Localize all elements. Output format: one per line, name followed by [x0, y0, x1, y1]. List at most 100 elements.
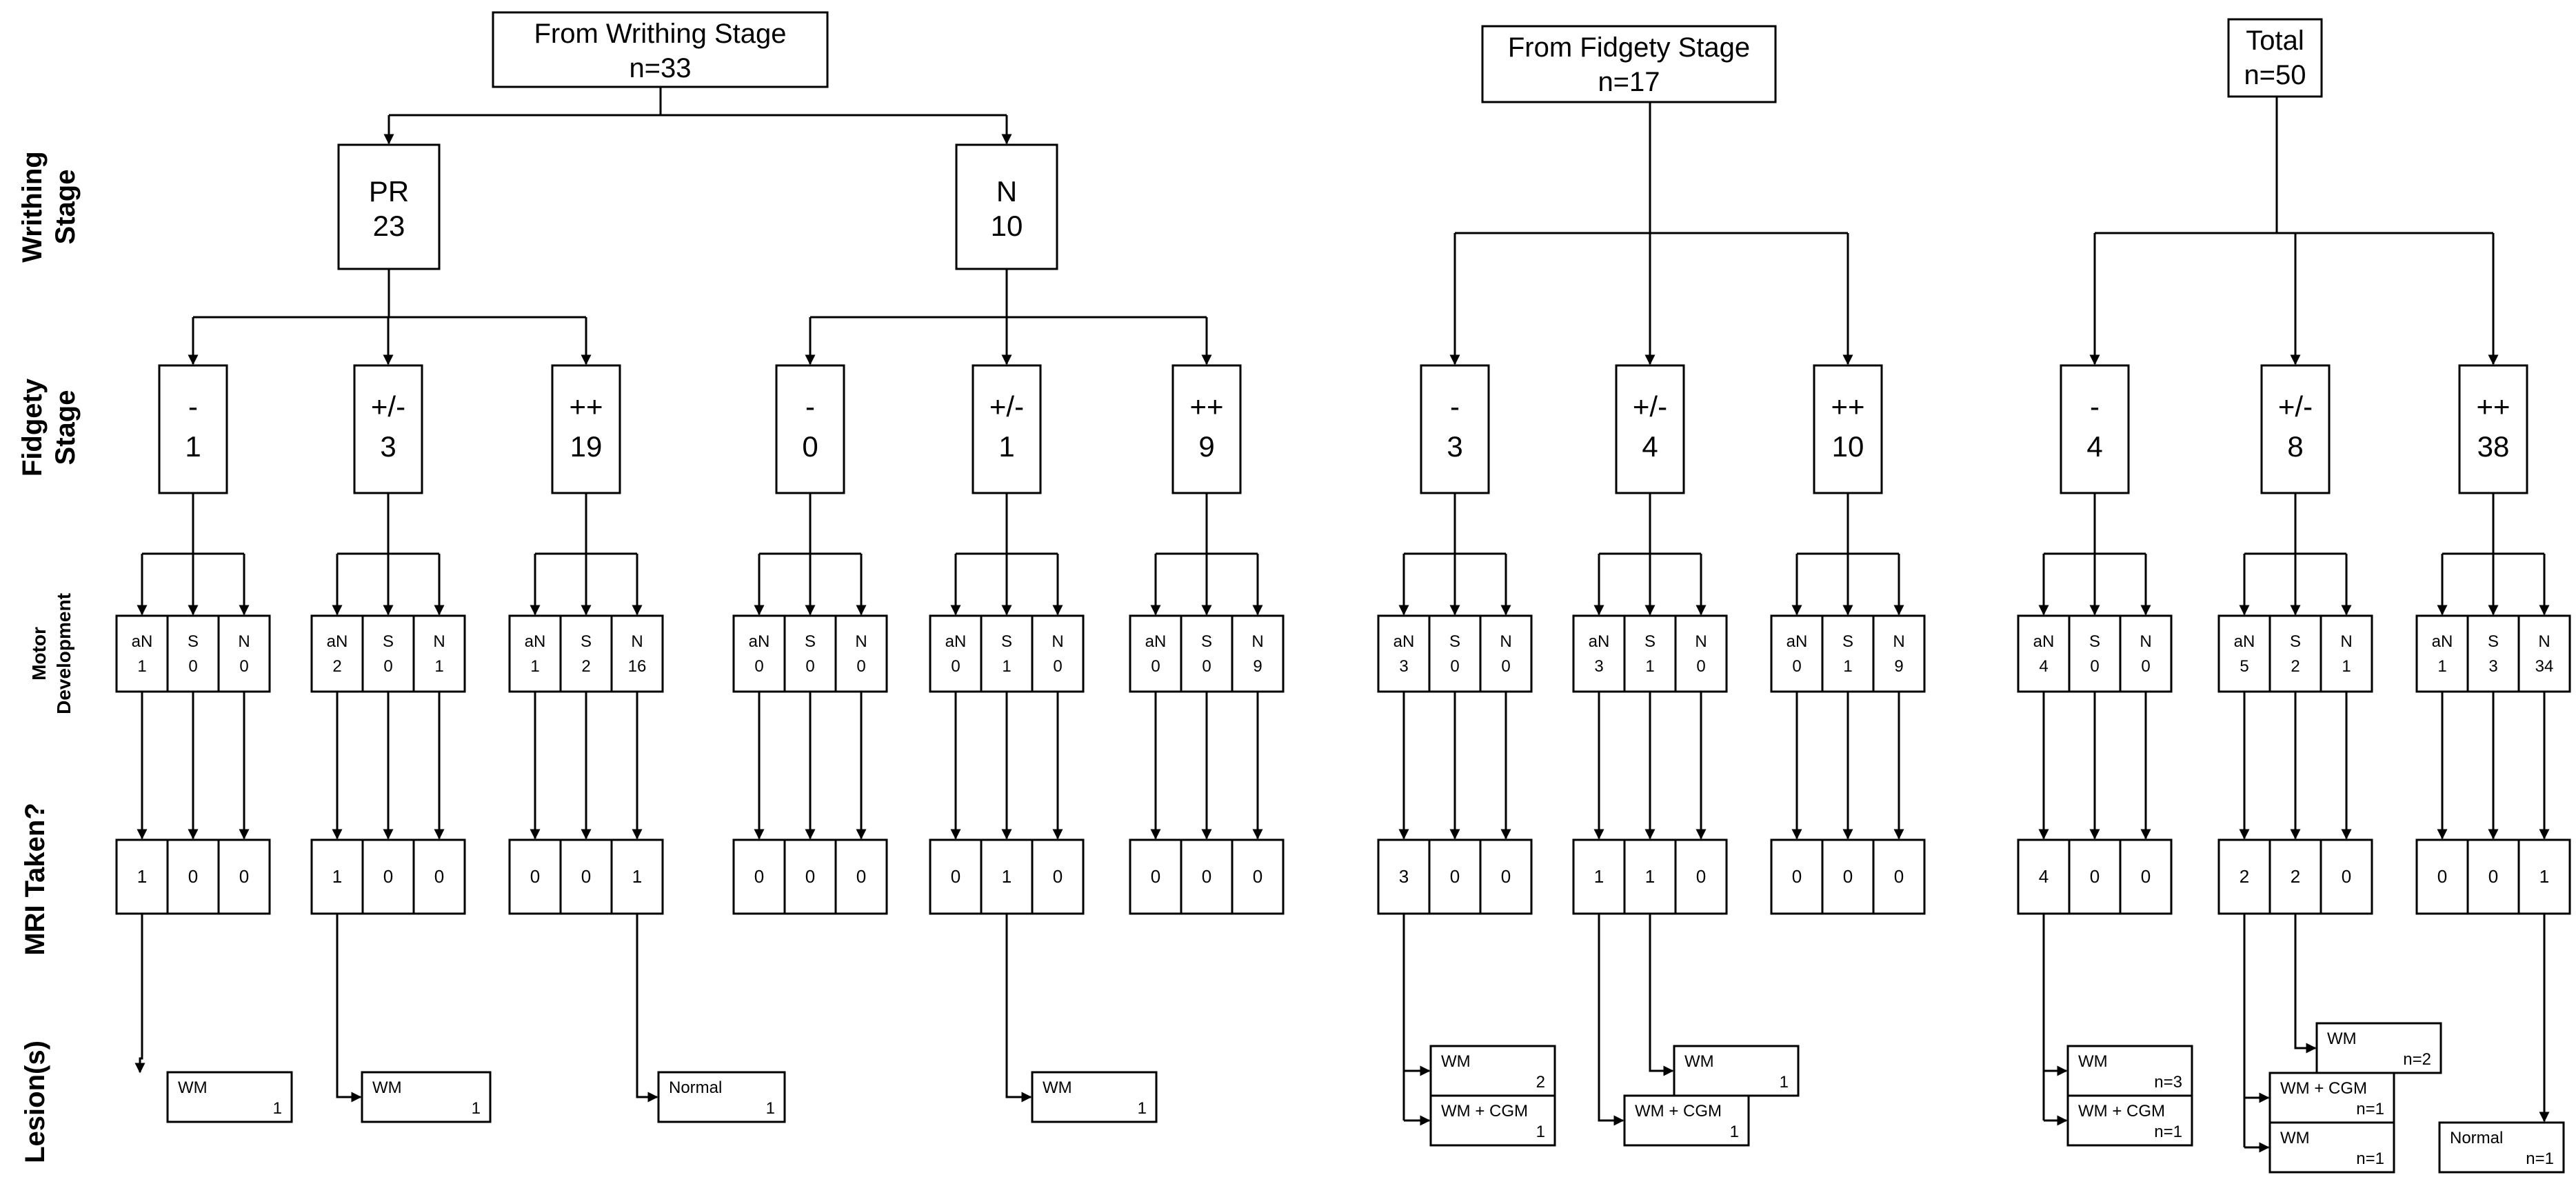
motor-cell-count: 0 — [1696, 657, 1705, 676]
mri-cell — [1031, 838, 1085, 915]
lesion-count: 1 — [1138, 1099, 1147, 1118]
motor-cell-count: 16 — [628, 657, 647, 676]
motor-cell — [1623, 614, 1677, 693]
lesion-box — [1673, 1045, 1800, 1097]
lesion-label: WM — [178, 1078, 208, 1097]
mri-cell — [1428, 838, 1482, 915]
motor-cell-count: 2 — [2291, 657, 2300, 676]
motor-cell-count: 0 — [1450, 657, 1459, 676]
lesion-node: WM2 — [1429, 1045, 1556, 1097]
mri-cell-count: 4 — [2039, 866, 2049, 887]
lesion-label: Normal — [669, 1078, 722, 1097]
fidgety-label: - — [188, 390, 198, 423]
fidgety-label: - — [1450, 390, 1460, 423]
motor-cell-count: 1 — [137, 657, 146, 676]
motor-cell — [115, 614, 169, 693]
lesion-box — [1429, 1045, 1556, 1097]
lesion-label: WM — [2280, 1129, 2310, 1147]
mri-cell-count: 1 — [332, 866, 342, 887]
fidgety-count: 3 — [1447, 430, 1462, 463]
motor-cell — [2017, 614, 2071, 693]
lesion-count: n=2 — [2403, 1050, 2431, 1069]
fidgety-label: - — [805, 390, 815, 423]
motor-cell-count: 5 — [2240, 657, 2248, 676]
motor-cell-count: 1 — [1645, 657, 1654, 676]
mri-cell-count: 0 — [754, 866, 764, 887]
motor-cell — [310, 614, 364, 693]
mri-cell — [1674, 838, 1728, 915]
lesion-node: WM n=2 — [2315, 1022, 2442, 1074]
motor-cell-header: N — [433, 632, 445, 651]
motor-cell — [834, 614, 888, 693]
lesion-box — [1429, 1094, 1556, 1147]
motor-cell — [980, 614, 1034, 693]
lesion-label: WM + CGM — [2078, 1102, 2165, 1120]
mri-cell-count: 0 — [530, 866, 540, 887]
lesion-arrow — [636, 914, 658, 1103]
fidgety-label: - — [2090, 390, 2100, 423]
motor-cell-header: N — [1500, 632, 1511, 651]
lesion-label: WM — [1043, 1078, 1072, 1097]
motor-cell-header: N — [2538, 632, 2550, 651]
motor-cell-count: 0 — [188, 657, 197, 676]
motor-cell — [610, 614, 664, 693]
fidgety-box — [1615, 364, 1685, 494]
motor-cell-header: N — [238, 632, 250, 651]
fidgety-node: -4 — [2060, 364, 2130, 494]
motor-cell-header: N — [1695, 632, 1707, 651]
motor-cell — [1180, 614, 1234, 693]
fidgety-label: ++ — [2476, 390, 2510, 423]
fidgety-box — [353, 364, 423, 494]
motor-cell-count: 4 — [2039, 657, 2048, 676]
lesion-label: WM — [372, 1078, 402, 1097]
mri-cell-count: 1 — [1002, 866, 1012, 887]
motor-cell — [929, 614, 983, 693]
motor-cell-count: 2 — [581, 657, 590, 676]
lesion-label: WM + CGM — [2280, 1079, 2367, 1098]
root-count: n=33 — [629, 53, 691, 83]
motor-cell-count: 9 — [1253, 657, 1262, 676]
fidgety-box — [1813, 364, 1883, 494]
fidgety-label: ++ — [1831, 390, 1864, 423]
motor-cell-count: 2 — [332, 657, 341, 676]
root-title: From Writhing Stage — [534, 19, 786, 49]
lesion-label: WM — [1684, 1052, 1714, 1071]
lesion-box — [2066, 1094, 2193, 1147]
lesion-box — [1623, 1094, 1750, 1147]
mri-cell — [2268, 838, 2322, 915]
mri-cell-count: 0 — [2141, 866, 2151, 887]
motor-cell-count: 1 — [1002, 657, 1011, 676]
mri-cell-count: 0 — [1501, 866, 1511, 887]
fidgety-count: 3 — [380, 430, 396, 463]
fidgety-label: +/- — [371, 390, 405, 423]
lesion-label: WM — [2327, 1029, 2357, 1048]
lesion-box — [1031, 1071, 1158, 1123]
mri-cell-count: 0 — [239, 866, 249, 887]
row-label-motor-text: Development — [53, 593, 74, 714]
motor-cell-count: 0 — [1053, 657, 1062, 676]
fidgety-label: +/- — [2278, 390, 2313, 423]
fidgety-box — [551, 364, 621, 494]
lesion-count: n=1 — [2356, 1149, 2384, 1168]
motor-cell — [217, 614, 271, 693]
fidgety-node: ++ 38 — [2458, 364, 2528, 494]
fidgety-count: 38 — [2477, 430, 2510, 463]
fidgety-box — [158, 364, 228, 494]
lesion-box — [2315, 1022, 2442, 1074]
motor-cell-header: aN — [132, 632, 153, 651]
mri-cell — [834, 838, 888, 915]
mri-cell — [1572, 838, 1626, 915]
mri-cell-count: 2 — [2240, 866, 2249, 887]
mri-cell-count: 0 — [1202, 866, 1211, 887]
